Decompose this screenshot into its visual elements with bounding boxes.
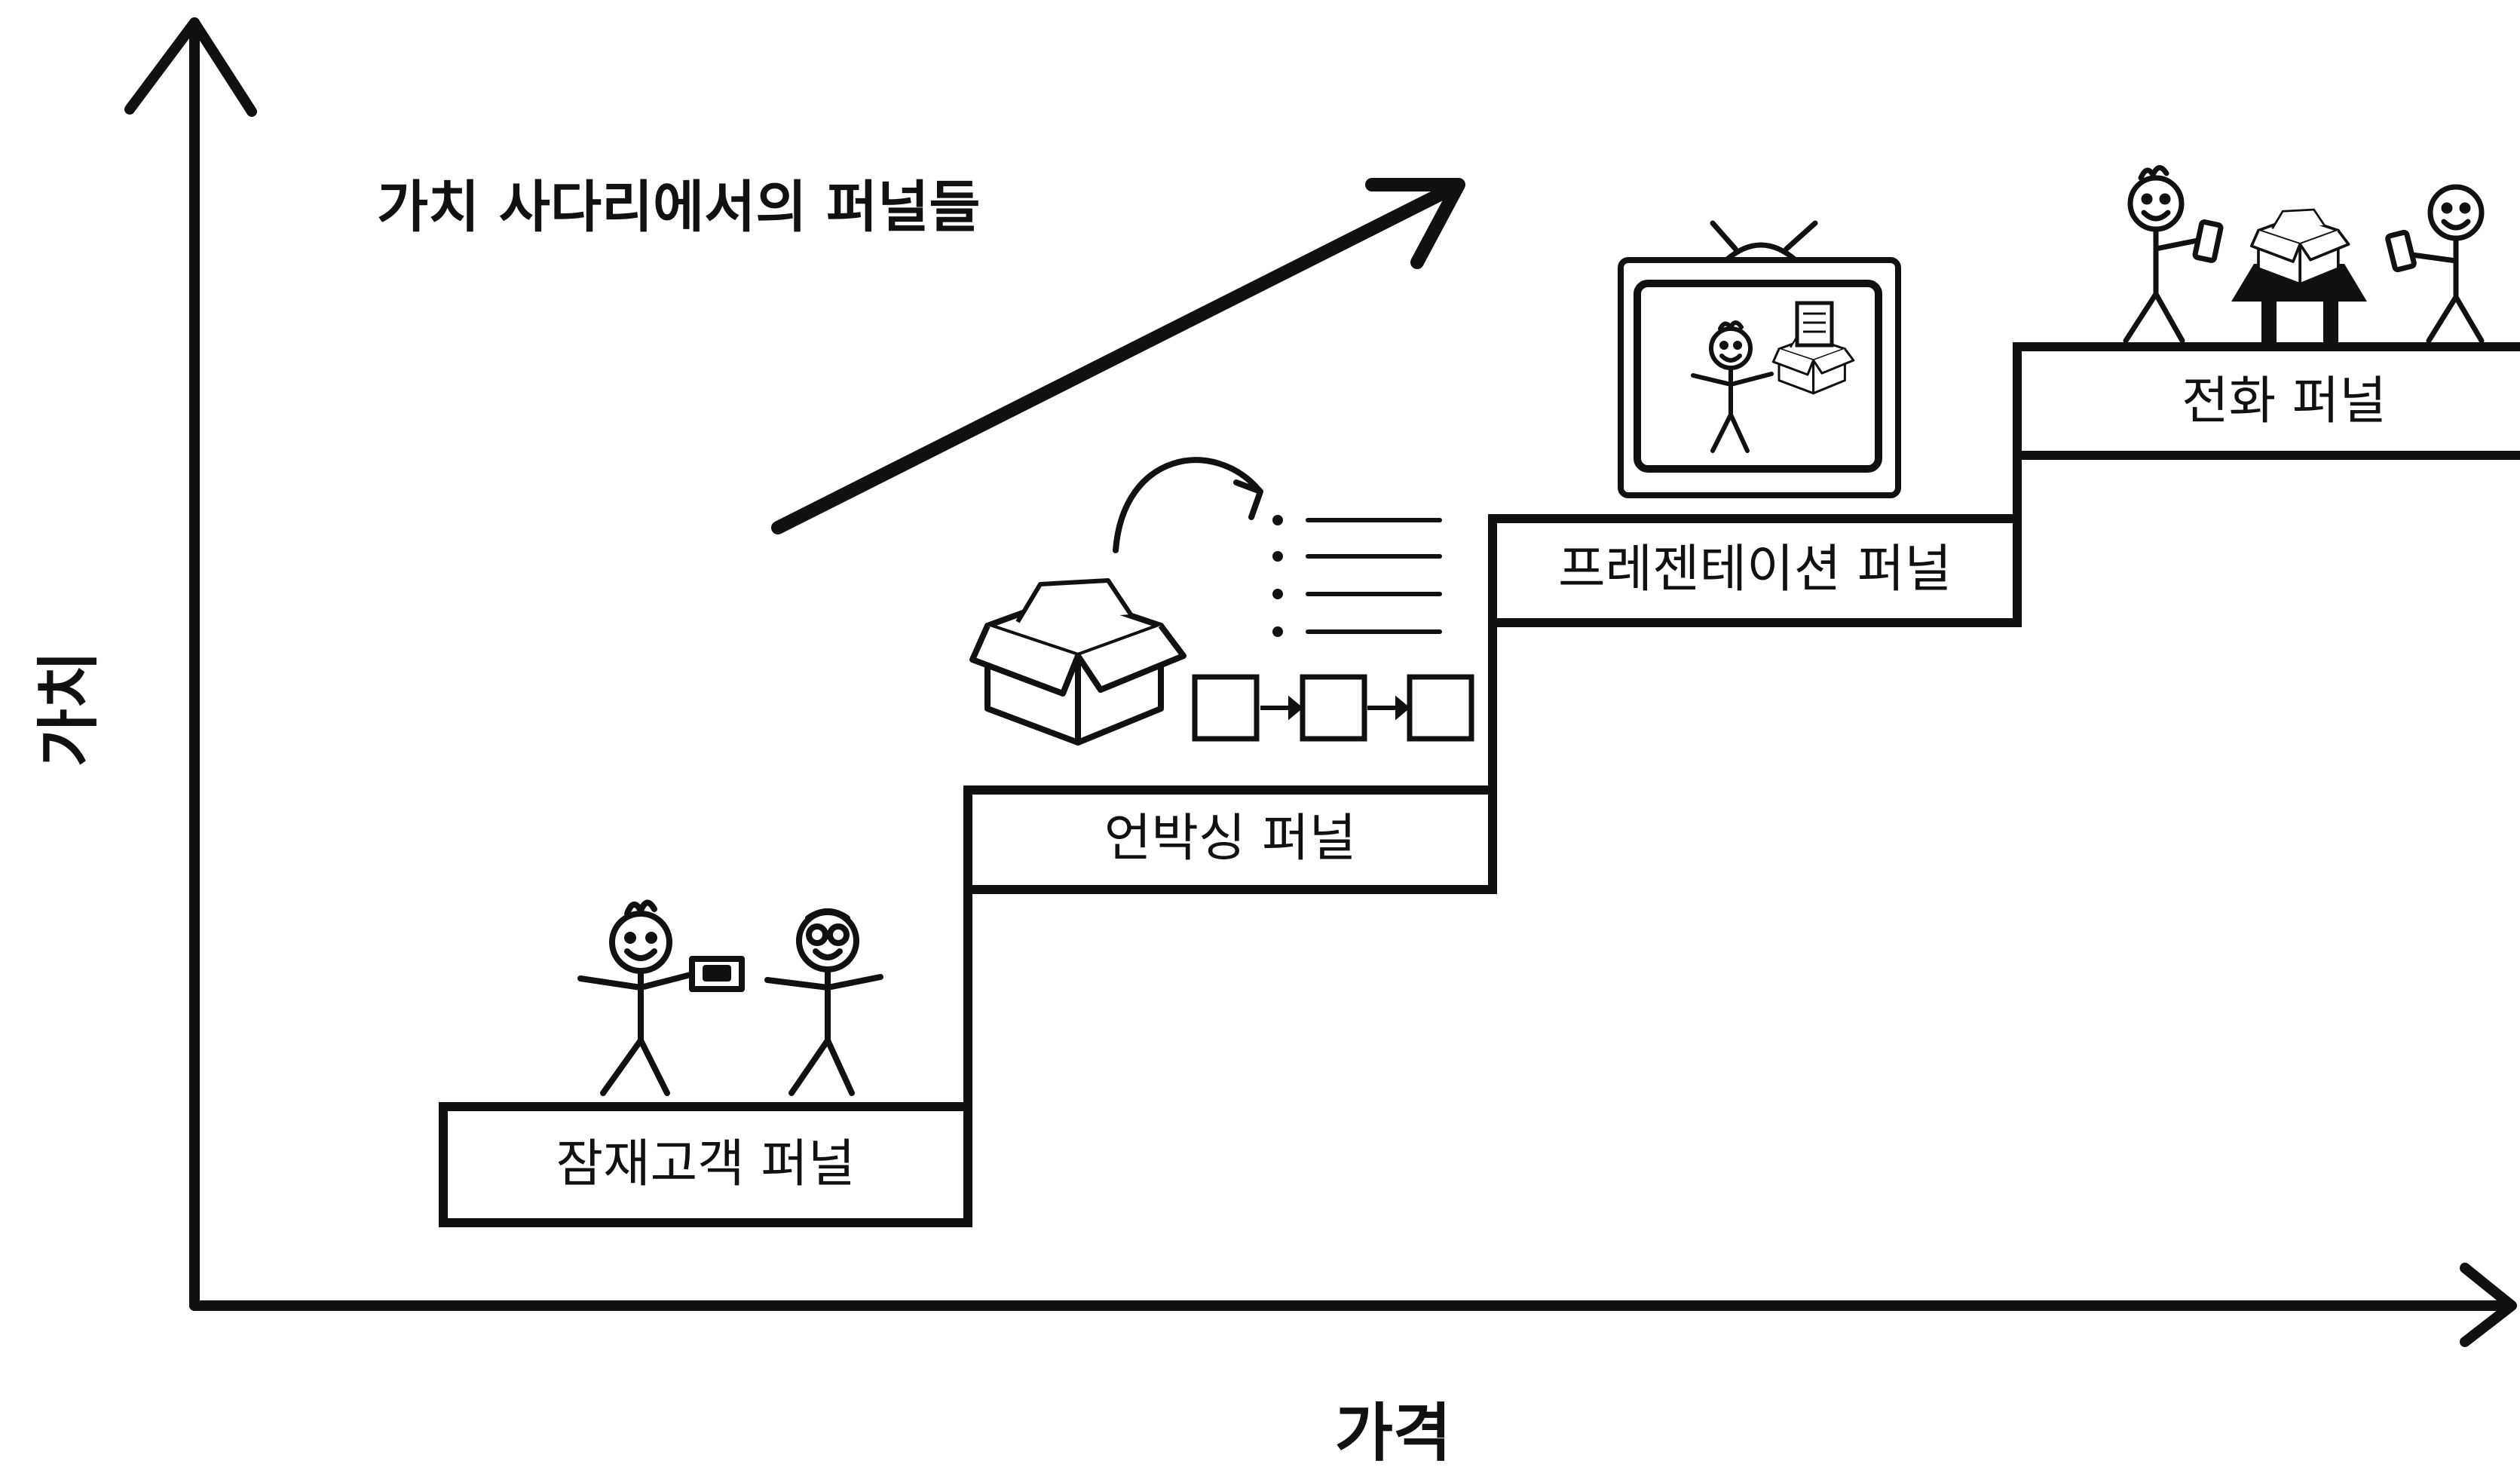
x-axis xyxy=(189,1263,2517,1347)
growth-arrow xyxy=(771,178,1465,534)
y-axis-label: 가치 xyxy=(32,651,106,767)
x-axis-label: 가격 xyxy=(1335,1396,1452,1470)
step-1: 잠재고객 퍼널 xyxy=(439,1102,972,1227)
unboxing-icon xyxy=(972,457,1474,743)
step-4-label: 전화 퍼널 xyxy=(2182,372,2387,431)
step-3-label: 프레젠테이션 퍼널 xyxy=(1558,540,1952,599)
y-axis xyxy=(124,17,257,1311)
step-2: 언박싱 퍼널 xyxy=(963,785,1497,1223)
step-4: 전화 퍼널 xyxy=(2013,342,2520,623)
step-3: 프레젠테이션 퍼널 xyxy=(1488,514,2022,890)
stick-figures-icon xyxy=(577,899,883,1096)
step-1-label: 잠재고객 퍼널 xyxy=(556,1135,856,1194)
step-2-label: 언박싱 퍼널 xyxy=(1104,809,1356,868)
diagram-title: 가치 사다리에서의 퍼널들 xyxy=(377,175,980,240)
phone-call-icon xyxy=(2123,165,2485,344)
tv-icon xyxy=(1618,220,1901,498)
